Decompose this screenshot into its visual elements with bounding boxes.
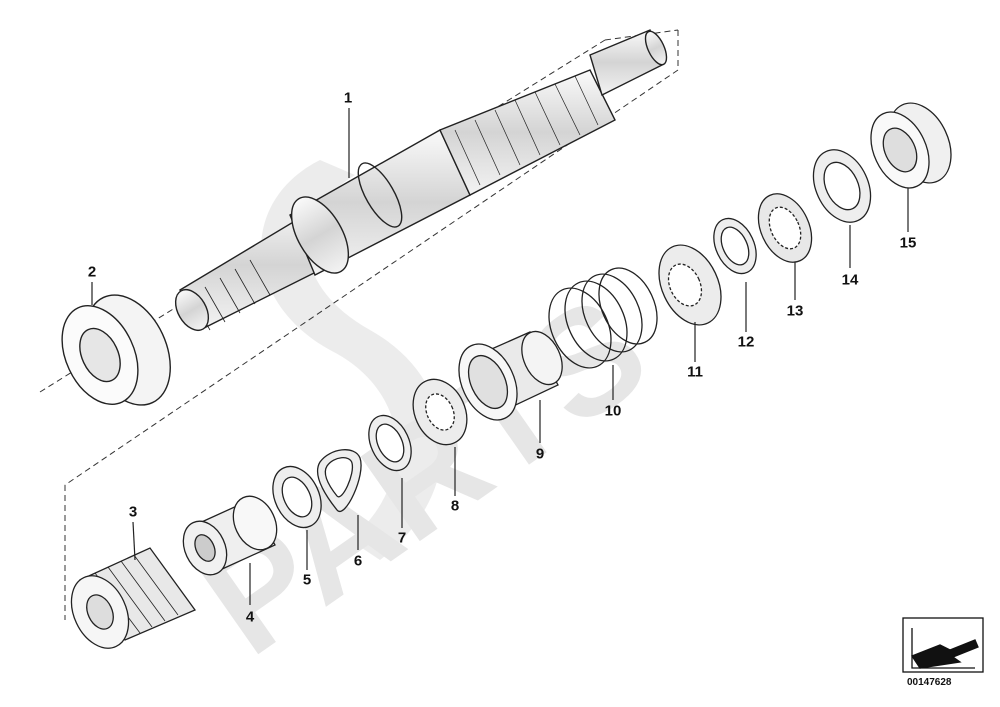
- callout-14[interactable]: 14: [841, 271, 859, 289]
- washer-part-5[interactable]: [264, 459, 331, 536]
- circlip-part-7[interactable]: [361, 409, 420, 478]
- callout-8[interactable]: 8: [450, 497, 460, 515]
- snap-ring-part-12[interactable]: [706, 212, 765, 281]
- callout-12[interactable]: 12: [737, 333, 755, 351]
- callout-15[interactable]: 15: [899, 234, 917, 252]
- main-shaft-part[interactable]: [169, 28, 671, 336]
- callout-2[interactable]: 2: [87, 263, 97, 281]
- callout-5[interactable]: 5: [302, 571, 312, 589]
- bushing-part-9[interactable]: [448, 325, 571, 429]
- spacer-ring-part-14[interactable]: [802, 141, 881, 232]
- drawing-symbol-icon: [902, 617, 984, 673]
- callout-7[interactable]: 7: [397, 529, 407, 547]
- splined-washer-part-8[interactable]: [403, 371, 477, 454]
- leader-lines: [91, 108, 909, 605]
- needle-bearing-part-15[interactable]: [860, 93, 964, 197]
- splined-ring-part-13[interactable]: [748, 185, 822, 271]
- callout-11[interactable]: 11: [687, 363, 703, 381]
- callout-1[interactable]: 1: [343, 89, 353, 107]
- ball-bearing-part[interactable]: [47, 281, 187, 418]
- callout-13[interactable]: 13: [786, 302, 804, 320]
- splined-disc-part-11[interactable]: [647, 235, 733, 335]
- coupling-sleeve-part[interactable]: [175, 489, 285, 582]
- shim-part-6[interactable]: [316, 449, 362, 513]
- drawing-number: 00147628: [907, 677, 952, 688]
- spring-part-10[interactable]: [537, 259, 669, 378]
- gear-part[interactable]: [60, 547, 197, 657]
- callout-4[interactable]: 4: [245, 608, 255, 626]
- callout-9[interactable]: 9: [535, 445, 545, 463]
- callout-6[interactable]: 6: [353, 552, 363, 570]
- callout-10[interactable]: 10: [604, 402, 622, 420]
- callout-3[interactable]: 3: [128, 503, 138, 521]
